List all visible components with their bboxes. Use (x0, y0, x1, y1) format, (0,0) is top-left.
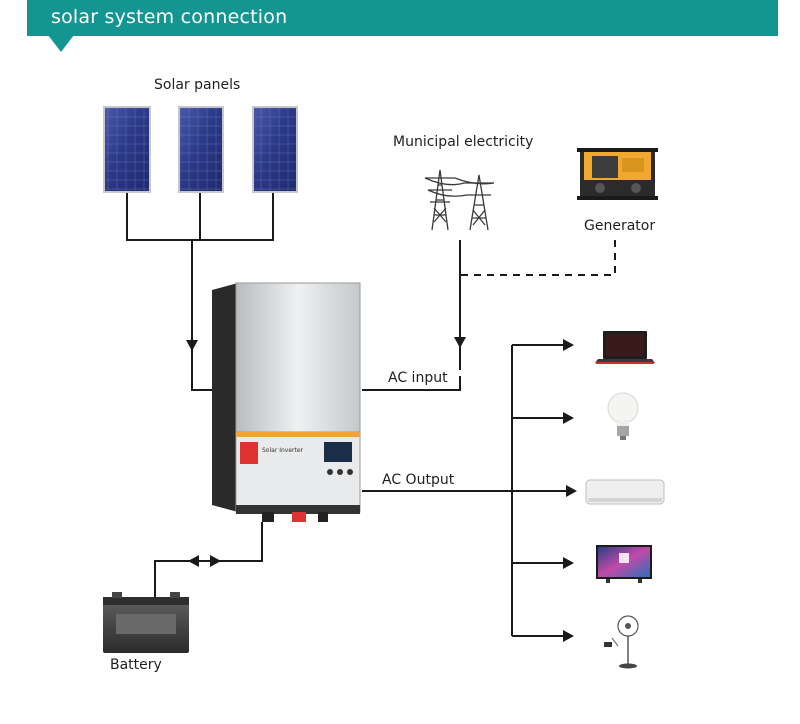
television-icon (596, 545, 652, 583)
municipal-electricity-label: Municipal electricity (393, 134, 534, 150)
battery-arrow-right (210, 555, 221, 567)
solar-panels-label: Solar panels (154, 77, 241, 93)
inverter-brand-label: Solar Inverter (262, 447, 304, 454)
ac-output-arrows (563, 339, 577, 642)
grid-wiring (362, 240, 461, 391)
ac-output-wiring (362, 344, 568, 637)
ac-input-label: AC input (388, 370, 448, 386)
generator-dashed-line (460, 240, 616, 276)
generator-icon (577, 148, 658, 200)
solar-panel-1 (103, 106, 151, 193)
generator-label: Generator (584, 218, 656, 234)
solar-wiring (126, 193, 274, 391)
page-title: solar system connection (51, 6, 288, 28)
inverter-icon (212, 282, 361, 522)
battery-arrow-left (188, 555, 199, 567)
ac-input-arrow (454, 337, 466, 348)
ac-output-label: AC Output (382, 472, 455, 488)
battery-wiring (154, 522, 263, 601)
battery-icon (103, 592, 189, 653)
light-bulb-icon (607, 392, 639, 440)
solar-panel-3 (252, 106, 298, 193)
battery-label: Battery (110, 657, 162, 673)
solar-arrow (186, 340, 198, 351)
header-banner-tab (48, 35, 74, 52)
fan-icon (604, 615, 639, 669)
air-conditioner-icon (585, 479, 665, 505)
header-banner: solar system connection (27, 0, 778, 36)
solar-panel-2 (178, 106, 224, 193)
power-tower-icon (424, 169, 495, 231)
laptop-icon (595, 331, 655, 364)
